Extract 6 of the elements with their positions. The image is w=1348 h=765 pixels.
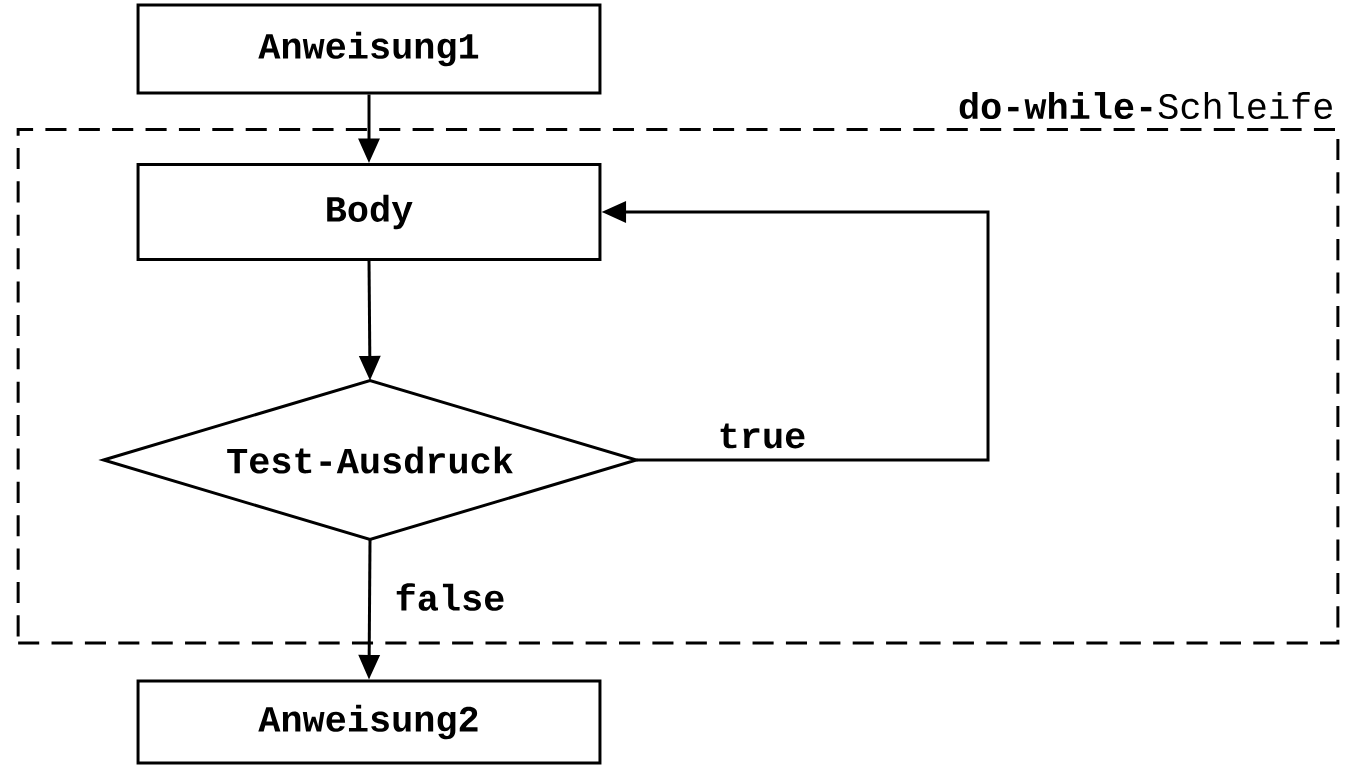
process-box: Anweisung1 <box>136 3 602 95</box>
edge-label: true <box>715 421 809 451</box>
process-box: Anweisung2 <box>136 679 602 765</box>
edge-label: false <box>392 581 508 613</box>
process-box: Body <box>136 163 602 261</box>
frame-heading: do-while-Schleife <box>959 91 1332 120</box>
